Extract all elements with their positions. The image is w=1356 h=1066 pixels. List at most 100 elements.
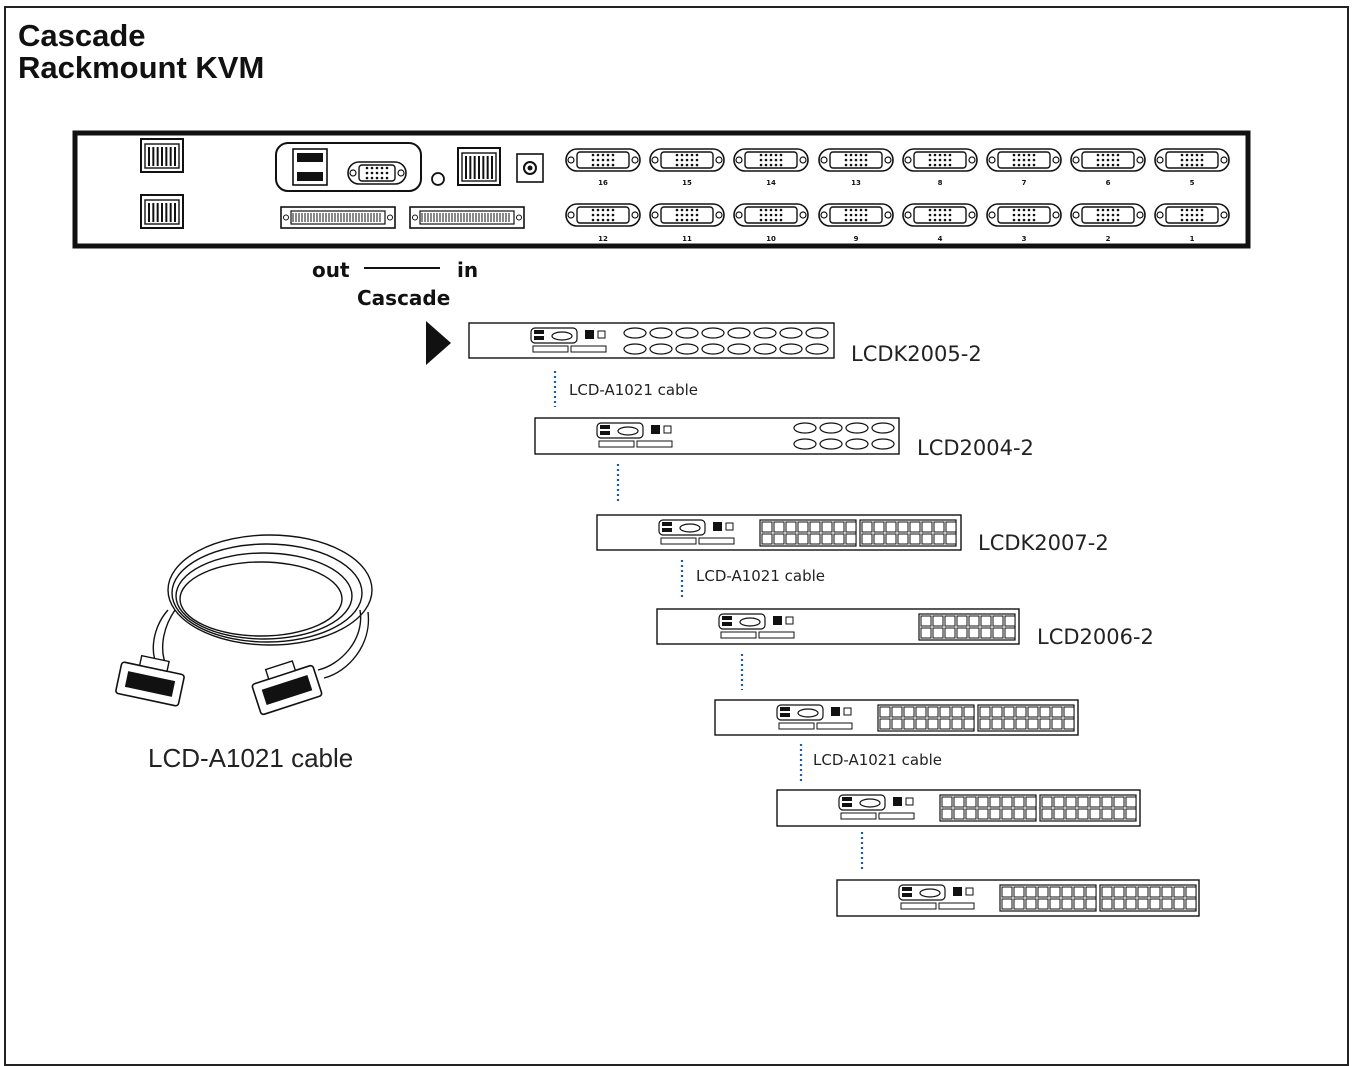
port-pin bbox=[938, 163, 942, 167]
unit-vga bbox=[551, 331, 573, 341]
unit-rj-port bbox=[1025, 796, 1037, 808]
unit-rj-port bbox=[1185, 898, 1197, 910]
cascade-arrow bbox=[426, 321, 451, 365]
unit-rj-port bbox=[920, 615, 932, 627]
port-pin bbox=[601, 153, 605, 157]
unit-rj-port bbox=[977, 808, 989, 820]
port-pin bbox=[606, 163, 610, 167]
port-pin bbox=[385, 176, 389, 180]
unit-chassis bbox=[468, 322, 835, 359]
port-pin bbox=[1106, 218, 1110, 222]
port-screw-right bbox=[1136, 211, 1144, 219]
port-pin bbox=[606, 213, 610, 217]
port-screw-right bbox=[884, 156, 892, 164]
unit-vga bbox=[919, 888, 941, 898]
port-pin bbox=[675, 153, 679, 157]
unit-rj-port bbox=[941, 796, 953, 808]
port-pin bbox=[1195, 158, 1199, 162]
port-pin bbox=[1012, 218, 1016, 222]
unit-rj-port bbox=[965, 796, 977, 808]
unit-rj-port bbox=[921, 533, 933, 545]
unit-usb bbox=[600, 425, 610, 429]
cable-tail-right bbox=[323, 611, 370, 679]
pc-port-top-4 bbox=[818, 148, 894, 172]
port-pin bbox=[1022, 218, 1026, 222]
port-pin bbox=[1022, 153, 1026, 157]
port-pin bbox=[601, 208, 605, 212]
port-pin bbox=[695, 213, 699, 217]
unit-rj bbox=[773, 616, 782, 625]
unit-rj-port bbox=[932, 615, 944, 627]
port-pin bbox=[591, 208, 595, 212]
port-pin bbox=[859, 158, 863, 162]
unit-rj-port bbox=[1013, 808, 1025, 820]
pc-port-bottom-1 bbox=[565, 203, 641, 227]
unit-rj-port bbox=[980, 615, 992, 627]
unit-cascade-out bbox=[900, 902, 937, 910]
port-pin bbox=[606, 158, 610, 162]
unit-model-4: LCD2006-2 bbox=[1037, 625, 1154, 649]
unit-rj-port bbox=[1001, 898, 1013, 910]
port-pin bbox=[859, 218, 863, 222]
console-port-group bbox=[275, 142, 422, 192]
plug-face bbox=[124, 671, 176, 697]
port-pin bbox=[601, 158, 605, 162]
unit-cascade-in bbox=[698, 537, 735, 545]
port-screw-left bbox=[1156, 156, 1164, 164]
unit-pc-port bbox=[779, 343, 803, 355]
unit-cascade-out bbox=[840, 812, 877, 820]
port-pin bbox=[1185, 158, 1189, 162]
unit-usb bbox=[780, 707, 790, 711]
port-pin bbox=[1032, 208, 1036, 212]
unit-rj-port bbox=[944, 627, 956, 639]
unit-pc-port bbox=[845, 438, 869, 450]
unit-cascade-in bbox=[816, 722, 853, 730]
port-pin bbox=[933, 158, 937, 162]
port-pin bbox=[1101, 208, 1105, 212]
unit-pc-port bbox=[701, 327, 725, 339]
unit-rj-port bbox=[1061, 898, 1073, 910]
unit-rj-port bbox=[1101, 796, 1113, 808]
unit-rj-port bbox=[1101, 808, 1113, 820]
unit-model-3: LCDK2007-2 bbox=[978, 531, 1109, 555]
unit-rj-port bbox=[1073, 898, 1085, 910]
unit-cascade-out bbox=[660, 537, 697, 545]
unit-rj-port bbox=[1041, 808, 1053, 820]
port-pin bbox=[854, 158, 858, 162]
port-number-label: 4 bbox=[938, 235, 943, 243]
port-pin bbox=[365, 166, 369, 170]
port-pin bbox=[849, 163, 853, 167]
unit-rj-port bbox=[909, 533, 921, 545]
unit-rj bbox=[953, 887, 962, 896]
port-pin bbox=[764, 208, 768, 212]
unit-rj-port bbox=[1113, 796, 1125, 808]
port-pin bbox=[943, 163, 947, 167]
port-pin bbox=[948, 218, 952, 222]
pc-port-bottom-2 bbox=[649, 203, 725, 227]
plug-hood bbox=[138, 654, 170, 673]
port-number-label: 5 bbox=[1190, 179, 1195, 187]
port-pin bbox=[859, 163, 863, 167]
port-screw-left bbox=[904, 156, 912, 164]
port-pin bbox=[1027, 158, 1031, 162]
unit-power bbox=[905, 797, 914, 806]
unit-rj-port bbox=[1065, 796, 1077, 808]
unit-rj-port bbox=[897, 533, 909, 545]
port-pin bbox=[928, 163, 932, 167]
port-pin bbox=[769, 213, 773, 217]
port-screw-right bbox=[1220, 211, 1228, 219]
unit-pc-port bbox=[819, 422, 843, 434]
port-screw-right bbox=[715, 211, 723, 219]
port-pin bbox=[849, 158, 853, 162]
unit-rj-port bbox=[979, 706, 991, 718]
port-screw-left bbox=[1156, 211, 1164, 219]
port-pin bbox=[1106, 163, 1110, 167]
cable-tail-right bbox=[317, 609, 362, 671]
port-pin bbox=[675, 213, 679, 217]
unit-pc-port bbox=[805, 343, 829, 355]
unit-power bbox=[785, 616, 794, 625]
port-pin bbox=[1195, 213, 1199, 217]
port-pin bbox=[859, 208, 863, 212]
port-number-label: 3 bbox=[1022, 235, 1027, 243]
unit-rj-port bbox=[1039, 706, 1051, 718]
